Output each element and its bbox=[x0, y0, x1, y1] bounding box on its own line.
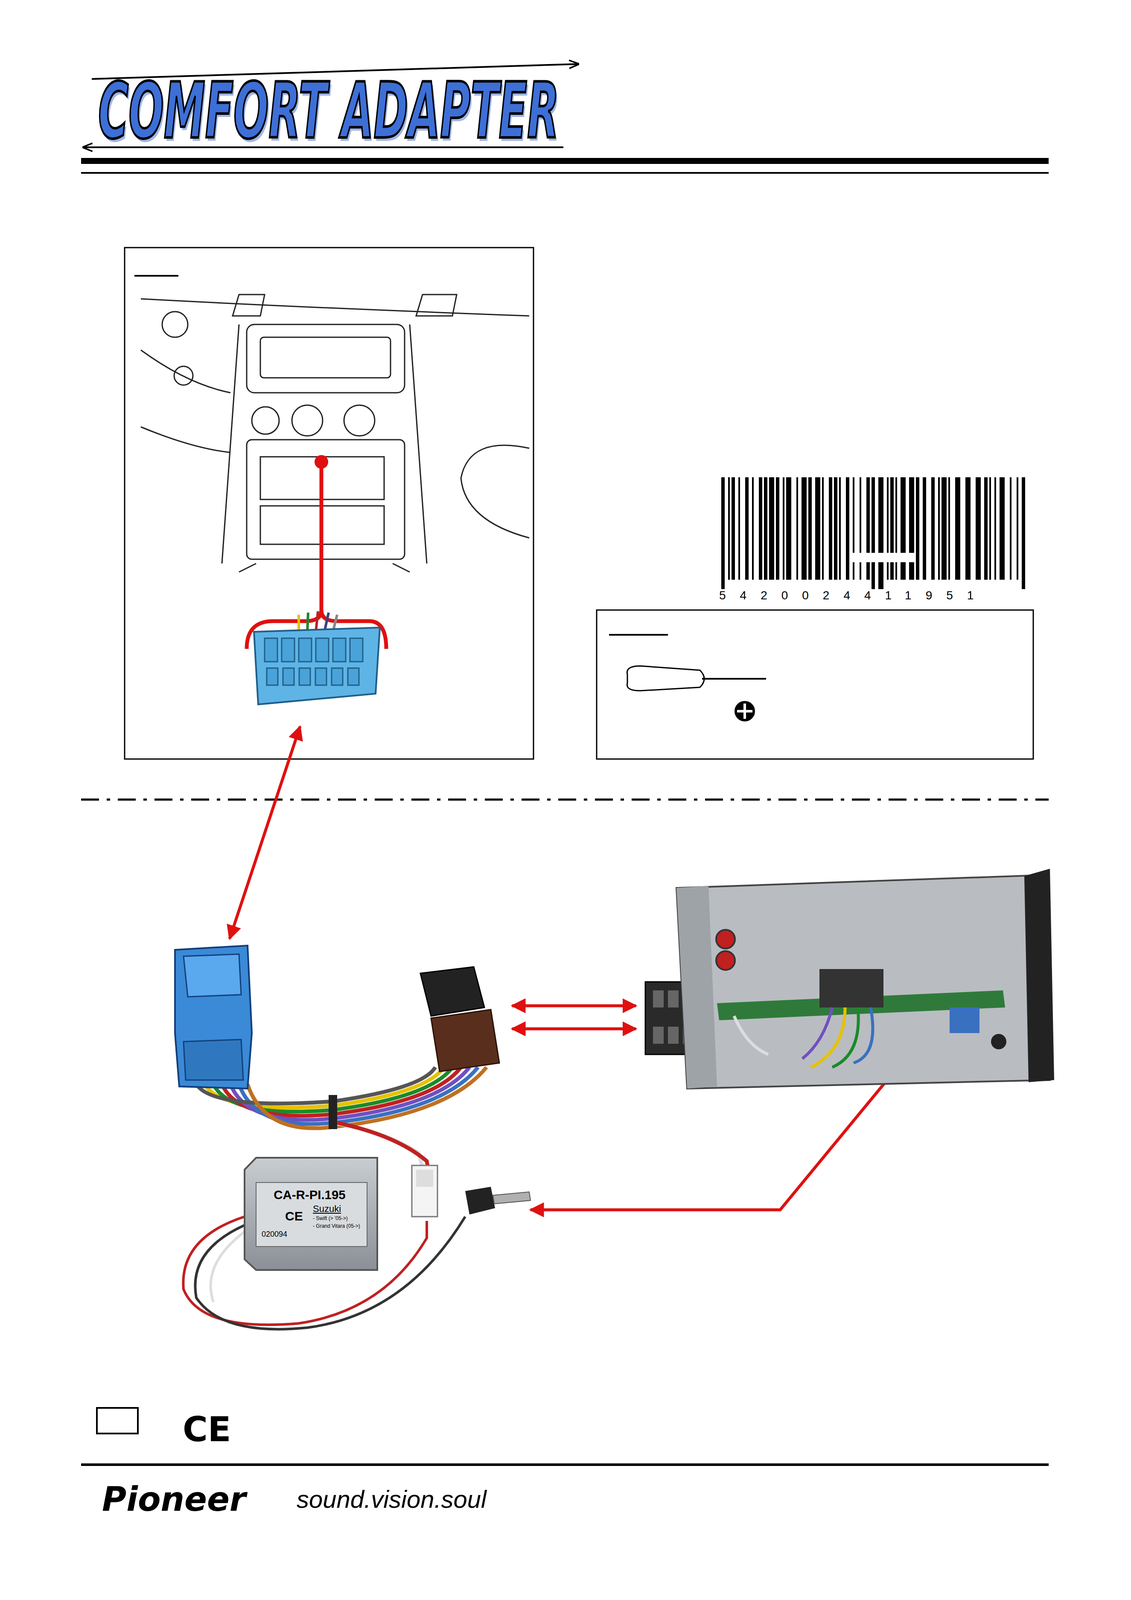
wire-harness bbox=[183, 1066, 487, 1330]
cable-tie bbox=[328, 1094, 338, 1129]
header-rule bbox=[81, 157, 1049, 164]
ce-mark: CE bbox=[182, 1410, 231, 1449]
logo-title: COMFORT ADAPTER bbox=[98, 72, 560, 150]
barcode bbox=[721, 477, 1026, 589]
adapter-blue-plug bbox=[174, 945, 252, 1089]
heading-line bbox=[609, 633, 668, 636]
module-housing bbox=[244, 1157, 378, 1270]
model-line: - Swift (> '05->) bbox=[312, 1215, 348, 1222]
heading-line bbox=[134, 274, 179, 277]
connection-arrow bbox=[512, 1027, 636, 1031]
separator bbox=[81, 798, 1049, 801]
screwdriver-icon bbox=[626, 665, 767, 722]
serial-number: 020094 bbox=[261, 1230, 288, 1239]
part-number: CA-R-PI.195 bbox=[244, 1187, 375, 1202]
language-box bbox=[96, 1407, 138, 1434]
header-rule bbox=[81, 171, 1049, 174]
iso-connector bbox=[411, 1165, 438, 1217]
brand-logo: Pioneer bbox=[102, 1480, 246, 1518]
connection-arrow bbox=[512, 1004, 636, 1008]
footer-rule bbox=[81, 1463, 1049, 1466]
brand-slogan: sound.vision.soul bbox=[296, 1485, 487, 1513]
connection-arrow bbox=[229, 726, 301, 939]
model-line: - Grand Vitara (05->) bbox=[312, 1223, 361, 1229]
car-radio bbox=[676, 868, 1055, 1089]
vehicle-connector bbox=[253, 611, 380, 705]
jack-plug bbox=[465, 1186, 531, 1215]
adapter-module: CA-R-PI.195Suzuki- Swift (> '05->)- Gran… bbox=[244, 1157, 378, 1270]
brand-name: Suzuki bbox=[312, 1203, 342, 1214]
tools-frame bbox=[596, 609, 1034, 759]
dashboard-drawing bbox=[140, 294, 530, 572]
iso-plug bbox=[420, 966, 500, 1072]
barcode-digits: 5420024411951 bbox=[719, 588, 988, 603]
ce-mark: CE bbox=[285, 1208, 304, 1223]
location-line bbox=[319, 461, 324, 615]
vehicle-frame bbox=[124, 247, 534, 759]
